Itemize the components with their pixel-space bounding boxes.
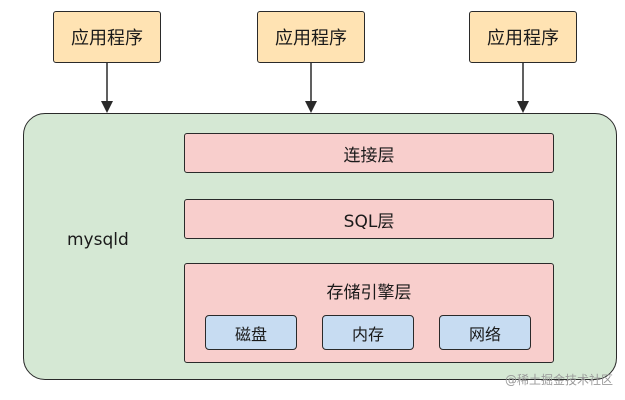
application-label: 应用程序 [275,28,347,49]
storage-engine-layer-label: 存储引擎层 [326,283,412,303]
application-label: 应用程序 [487,28,559,49]
application-box: 应用程序 [53,11,161,63]
application-box: 应用程序 [257,11,365,63]
disk-box: 磁盘 [205,315,297,350]
sql-layer-label: SQL层 [343,211,395,232]
memory-box: 内存 [322,315,414,350]
disk-label: 磁盘 [234,324,267,344]
watermark: @稀土掘金技术社区 [504,373,613,387]
connection-layer-label: 连接层 [343,145,395,166]
network-label: 网络 [468,324,501,344]
application-label: 应用程序 [71,28,143,49]
connection-layer: 连接层 [184,133,554,173]
network-box: 网络 [439,315,531,350]
storage-engine-layer: 存储引擎层 磁盘 内存 网络 [184,263,554,363]
application-box: 应用程序 [469,11,577,63]
server-label: mysqld [67,230,129,250]
sql-layer: SQL层 [184,199,554,239]
memory-label: 内存 [351,324,384,344]
